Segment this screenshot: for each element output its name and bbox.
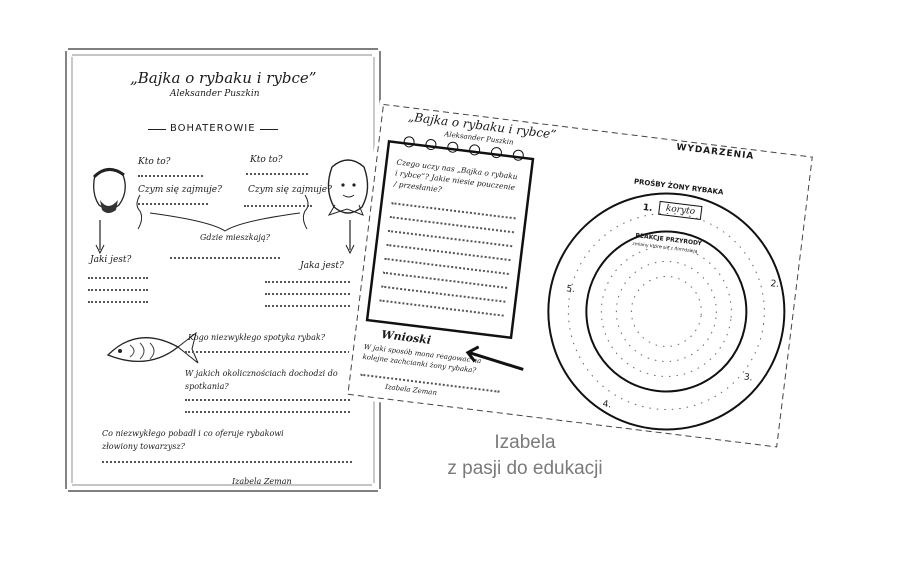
question-who-left: Kto to? [138, 157, 171, 167]
answer-line [265, 281, 350, 283]
left-signature: Izabela Zeman [232, 477, 292, 486]
events-diagram [547, 192, 786, 431]
notebook-illustration [365, 136, 535, 340]
question-ask: Co niezwykłego pobadł i co oferuje rybak… [102, 429, 284, 451]
answer-line [244, 205, 312, 207]
question-where: Gdzie mieszkają? [200, 233, 270, 242]
answer-line [185, 399, 350, 401]
brand-line-1: Izabela [494, 432, 556, 453]
question-who-right: Kto to? [250, 155, 283, 165]
answer-line [185, 351, 350, 353]
left-title: „Bajka o rybaku i rybce” [130, 69, 317, 87]
answer-line [102, 461, 352, 463]
answer-line [138, 175, 203, 177]
divider [148, 129, 166, 130]
brand-line-2: z pasji do edukacji [447, 458, 603, 479]
brand-text: Izabela z pasji do edukacji [410, 430, 640, 482]
answer-line [185, 411, 350, 413]
divider [260, 129, 278, 130]
num-5: 5. [565, 284, 576, 296]
left-sheet-frame [65, 48, 381, 492]
fisherman-illustration [92, 168, 126, 213]
right-worksheet: „Bajka o rybaku i rybce” Aleksander Pusz… [343, 100, 817, 452]
question-circumstances: W jakich okolicznościach dochodzi do spo… [185, 369, 338, 391]
question-how-she: Jaka jest? [300, 261, 344, 271]
left-worksheet: „Bajka o rybaku i rybce” Aleksander Pusz… [60, 45, 385, 495]
answer-line [88, 301, 148, 303]
answer-line [265, 305, 350, 307]
num-1: 1. [642, 202, 654, 214]
answer-line [138, 203, 208, 205]
answer-line [170, 257, 280, 259]
answer-line [88, 289, 148, 291]
num-4: 4. [601, 399, 612, 411]
left-author: Aleksander Puszkin [170, 89, 260, 99]
question-how-he: Jaki jest? [90, 255, 132, 265]
right-sheet-frame [347, 103, 813, 448]
question-what-left: Czym się zajmuje? [138, 185, 222, 195]
question-what-right: Czym się zajmuje? [248, 185, 332, 195]
fish-illustration [106, 331, 199, 364]
answer-line [265, 293, 350, 295]
num-2: 2. [769, 278, 780, 290]
wife-illustration [327, 159, 369, 216]
question-meet: Kogo niezwykłego spotyka rybak? [188, 333, 326, 342]
answer-line [88, 277, 148, 279]
num-3: 3. [743, 372, 754, 384]
answer-line [246, 173, 308, 175]
left-section-title: BOHATEROWIE [170, 123, 256, 134]
